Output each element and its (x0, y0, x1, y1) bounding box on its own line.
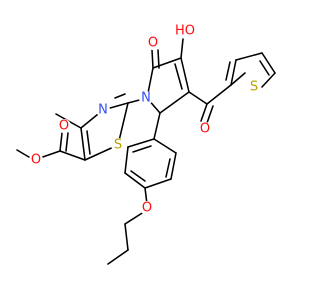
atom-O-ketone: O (198, 122, 212, 137)
bond (86, 130, 91, 155)
bond (152, 57, 182, 69)
atom-label: O (59, 119, 69, 134)
atom-N-pyrrolinone: N (139, 91, 153, 106)
bond (117, 102, 129, 146)
bond (230, 72, 246, 86)
bond (144, 178, 172, 189)
atom-layer: O O N S N O HO O (29, 23, 261, 216)
bond (107, 249, 129, 265)
atom-label: S (250, 80, 258, 95)
atom-label: N (98, 103, 108, 118)
bond (200, 103, 208, 122)
atom-S-thiophene: S (247, 80, 261, 95)
atom-O-ester-single: O (29, 153, 43, 168)
bond (124, 146, 129, 174)
bond (124, 223, 129, 251)
atom-OH-hydroxy: HO (174, 23, 196, 39)
bond (80, 127, 86, 161)
bond (127, 138, 155, 148)
bond (180, 38, 184, 59)
bond (206, 84, 232, 105)
bond (206, 105, 214, 124)
atom-O-ether: O (140, 201, 154, 216)
bond (235, 52, 263, 61)
bond (114, 93, 126, 99)
bond (59, 150, 86, 161)
bond (153, 112, 161, 140)
atom-label: O (148, 36, 158, 51)
bond (153, 138, 177, 154)
atom-label: N (141, 91, 151, 106)
atom-label: O (200, 122, 210, 137)
bond (170, 152, 177, 180)
molecule-structure: O O N S N O HO O (16, 23, 276, 265)
bond (151, 49, 154, 69)
bond (165, 158, 171, 178)
bond (230, 59, 237, 86)
bond (65, 132, 69, 152)
atom-O-lactam: O (146, 36, 160, 51)
bond (225, 61, 231, 81)
atom-label: O (142, 201, 152, 216)
bond (188, 91, 208, 105)
bond-layer (16, 38, 276, 265)
bond (259, 60, 270, 76)
atom-N-thiazole: N (96, 103, 110, 118)
atom-O-ester-carbonyl: O (57, 119, 71, 134)
bond (180, 57, 190, 93)
atom-label: O (31, 153, 41, 168)
bond (159, 91, 190, 114)
bond (132, 145, 152, 153)
bond (124, 172, 146, 189)
bond (130, 170, 146, 182)
bond (261, 52, 276, 74)
bond (174, 63, 183, 90)
atom-label: HO (175, 24, 195, 39)
bond (59, 132, 63, 152)
atom-S-thiazole: S (111, 138, 125, 153)
bond (157, 49, 160, 69)
atom-label: S (114, 138, 122, 153)
bond (261, 72, 276, 88)
